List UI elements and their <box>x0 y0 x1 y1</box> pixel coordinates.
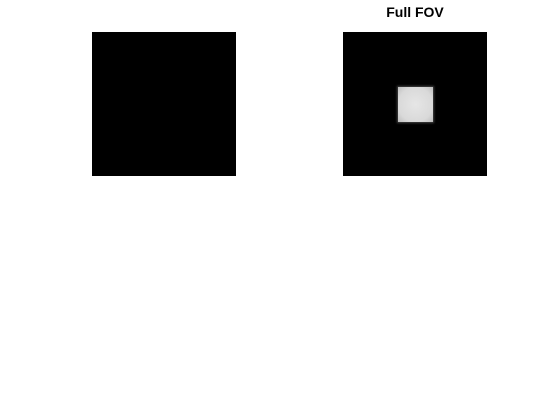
panel-title-full-fov: Full FOV <box>386 4 444 20</box>
image-panel-left <box>92 32 236 176</box>
image-panel-right <box>343 32 487 176</box>
bright-square <box>398 87 433 122</box>
